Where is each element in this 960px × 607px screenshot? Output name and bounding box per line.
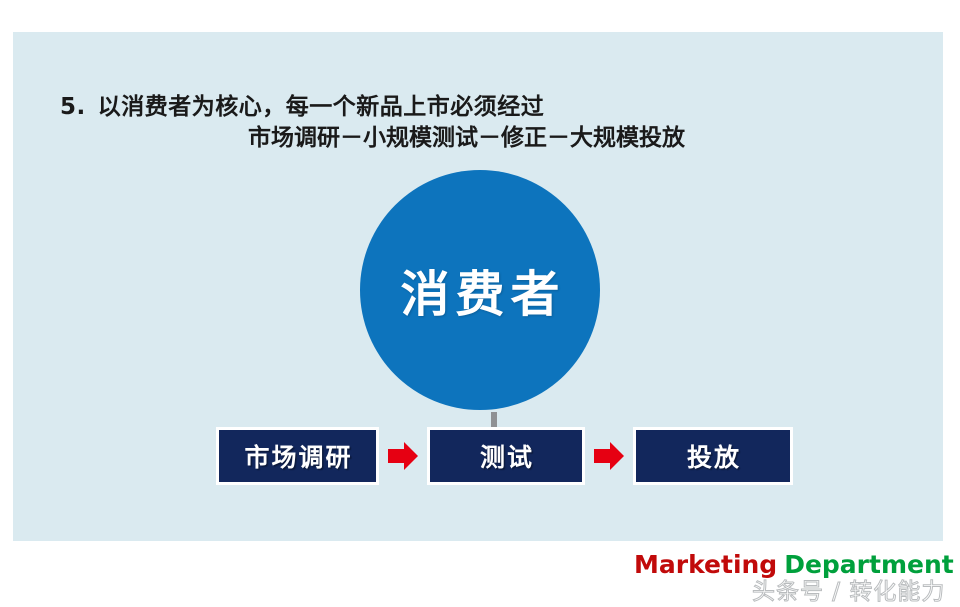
process-step-label: 测试 bbox=[479, 443, 534, 472]
brand-word-department: Department bbox=[784, 550, 954, 579]
slide-heading: 5. 以消费者为核心，每一个新品上市必须经过 市场调研－小规模测试－修正－大规模投… bbox=[60, 92, 890, 154]
right-arrow-icon bbox=[379, 439, 427, 473]
consumer-circle-container: 消费者 bbox=[360, 170, 600, 410]
process-step-label: 市场调研 bbox=[244, 443, 353, 472]
heading-line-1-text: 以消费者为核心，每一个新品上市必须经过 bbox=[97, 94, 545, 120]
slide-canvas: 5. 以消费者为核心，每一个新品上市必须经过 市场调研－小规模测试－修正－大规模投… bbox=[13, 32, 943, 541]
process-step-label: 投放 bbox=[686, 443, 741, 472]
brand-word-marketing: Marketing bbox=[634, 550, 778, 579]
right-arrow-icon bbox=[585, 439, 633, 473]
process-step-launch[interactable]: 投放 bbox=[633, 427, 793, 485]
process-step-market-research[interactable]: 市场调研 bbox=[216, 427, 379, 485]
watermark-text: 头条号 / 转化能力 bbox=[751, 579, 946, 606]
consumer-circle-label: 消费者 bbox=[400, 265, 566, 323]
heading-number: 5. bbox=[60, 94, 86, 120]
heading-line-1: 5. 以消费者为核心，每一个新品上市必须经过 bbox=[60, 92, 890, 123]
process-step-test[interactable]: 测试 bbox=[427, 427, 585, 485]
process-flow-row: 市场调研 测试 投放 bbox=[216, 425, 796, 487]
consumer-circle: 消费者 bbox=[360, 170, 600, 410]
heading-line-2: 市场调研－小规模测试－修正－大规模投放 bbox=[248, 125, 685, 151]
